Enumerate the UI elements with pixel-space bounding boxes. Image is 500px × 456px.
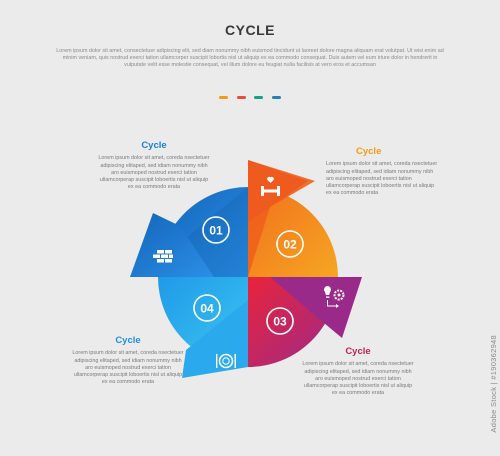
svg-text:02: 02	[283, 238, 297, 252]
step-number-02: 02	[276, 230, 304, 258]
step-heading-03: Cycle	[345, 346, 371, 357]
step-block-04: Cycle Lorem ipsum dolor sit amet, coreda…	[72, 335, 184, 387]
meal-plate-icon	[216, 353, 236, 369]
svg-text:04: 04	[200, 302, 214, 316]
step-heading-04: Cycle	[115, 335, 141, 346]
step-text-04: Lorem ipsum dolor sit amet, coreda nsect…	[72, 350, 184, 386]
step-block-03: Cycle Lorem ipsum dolor sit amet, coreda…	[302, 346, 414, 398]
step-text-01: Lorem ipsum dolor sit amet, coreda nsect…	[98, 155, 210, 191]
page-title: CYCLE	[225, 22, 275, 38]
intro-text: Lorem ipsum dolor sit amet, consectetuer…	[56, 48, 444, 68]
step-number-01: 01	[202, 216, 230, 244]
step-number-03: 03	[266, 307, 294, 335]
dot-1	[219, 96, 229, 99]
segment-02	[248, 160, 338, 277]
step-heading-01: Cycle	[141, 140, 167, 151]
svg-text:01: 01	[209, 224, 223, 238]
step-block-02: Cycle Lorem ipsum dolor sit amet, coreda…	[326, 146, 438, 198]
step-text-03: Lorem ipsum dolor sit amet, coreda nsect…	[302, 361, 414, 397]
color-dots	[0, 86, 500, 104]
svg-text:03: 03	[273, 315, 287, 329]
gear-idea-icon	[324, 286, 345, 308]
step-heading-02: Cycle	[356, 146, 382, 157]
step-block-01: Cycle Lorem ipsum dolor sit amet, coreda…	[98, 140, 210, 192]
dumbbell-heart-icon	[261, 176, 280, 196]
dot-4	[271, 96, 281, 99]
brick-wall-icon	[153, 250, 173, 263]
segment-01	[130, 187, 248, 277]
step-number-04: 04	[193, 294, 221, 322]
stock-watermark: Adobe Stock | #190362948	[489, 335, 498, 433]
dot-2	[236, 96, 246, 99]
dot-3	[254, 96, 264, 99]
step-text-02: Lorem ipsum dolor sit amet, coreda nsect…	[326, 161, 438, 197]
